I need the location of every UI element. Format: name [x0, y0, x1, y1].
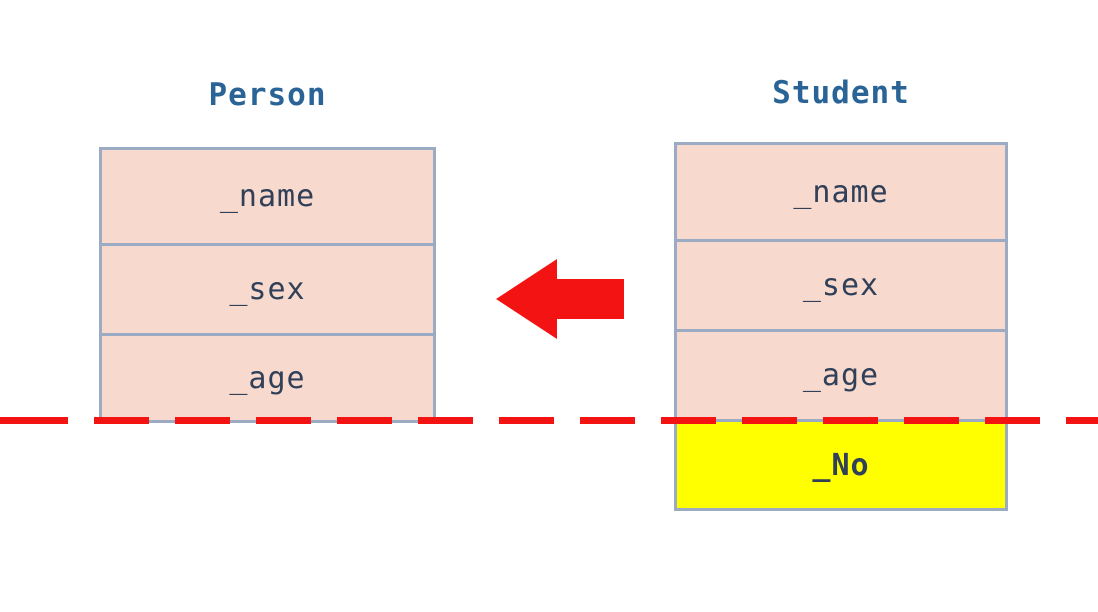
- attribute-row-highlighted[interactable]: _No: [677, 422, 1005, 508]
- class-box-person[interactable]: _name _sex _age: [99, 147, 436, 423]
- attribute-row[interactable]: _sex: [677, 242, 1005, 332]
- attribute-row[interactable]: _name: [677, 145, 1005, 242]
- attribute-row[interactable]: _name: [102, 150, 433, 246]
- attribute-row[interactable]: _age: [677, 332, 1005, 422]
- class-title-person: Person: [208, 77, 327, 113]
- arrow-left-icon[interactable]: [494, 256, 626, 342]
- class-box-student[interactable]: _name _sex _age _No: [674, 142, 1008, 511]
- attribute-row[interactable]: _sex: [102, 246, 433, 336]
- attribute-row[interactable]: _age: [102, 336, 433, 420]
- dashed-line-icon: [0, 417, 1098, 424]
- class-title-student: Student: [772, 75, 910, 111]
